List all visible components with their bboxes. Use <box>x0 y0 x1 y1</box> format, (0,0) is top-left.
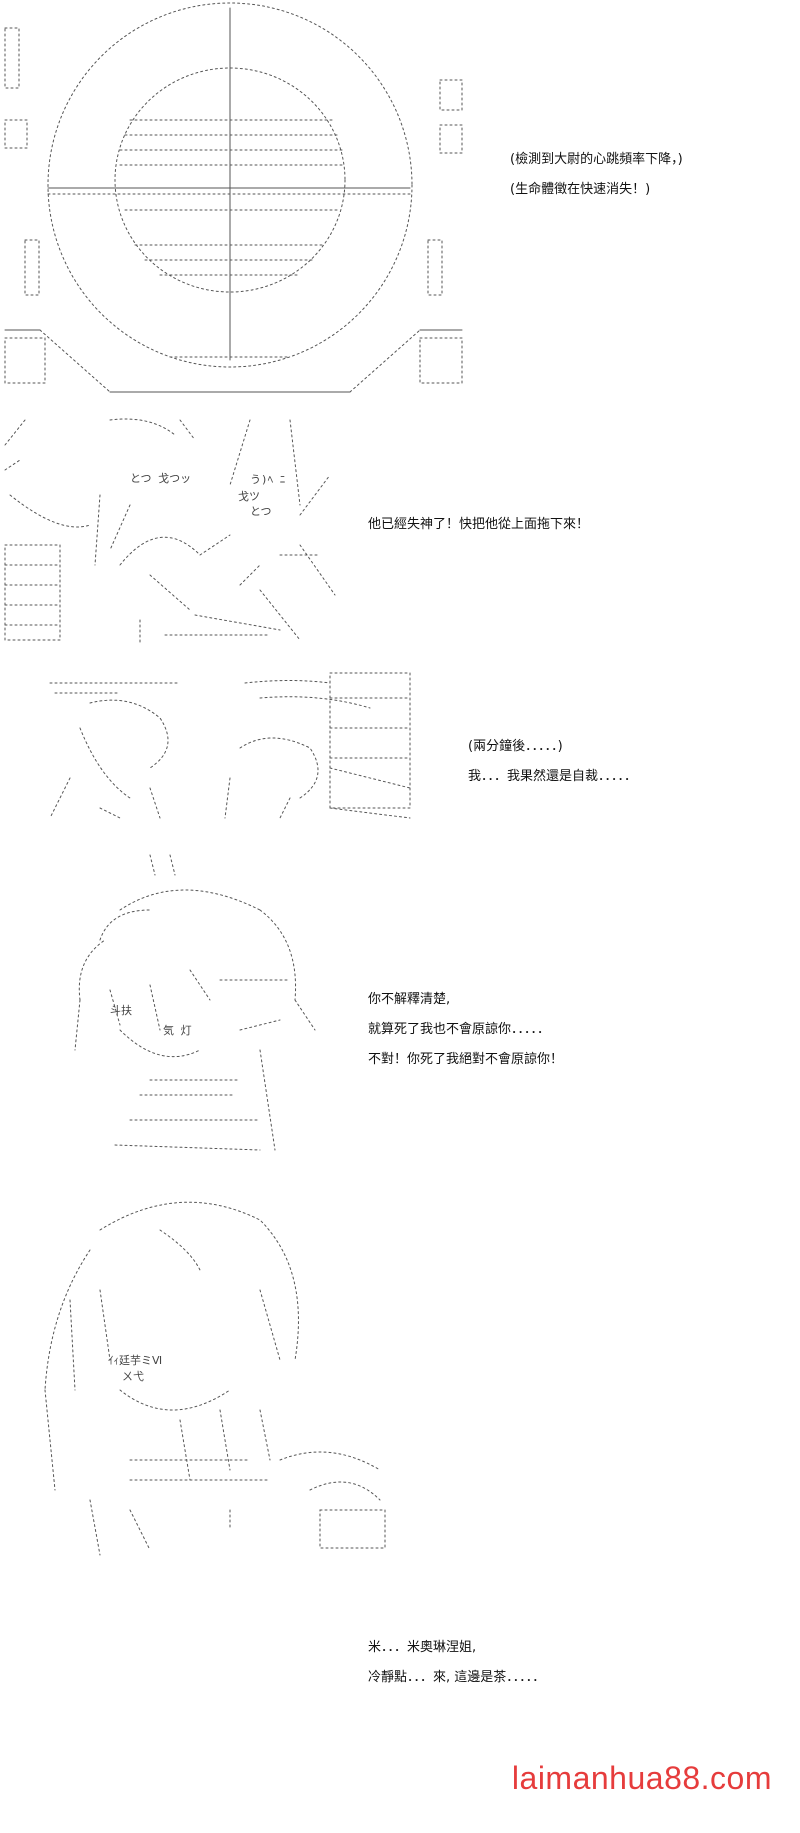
panel-1-dialog: (檢測到大尉的心跳頻率下降，) (生命體徵在快速消失！) <box>510 145 683 205</box>
art-text: ㄨ弋 <box>122 1370 144 1383</box>
dialog-line: (兩分鐘後．．．．．) <box>468 739 563 754</box>
art-text: とつ 戈つッ <box>130 472 191 485</box>
watermark: laimanhua88.com <box>511 1760 772 1796</box>
dialog-line: 不對！你死了我絕對不會原諒你！ <box>368 1052 564 1067</box>
panel-2-dialog: 他已經失神了！快把他從上面拖下來！ <box>368 510 589 540</box>
panel-4-face-art: 気 灯 斗扶 <box>74 854 316 1151</box>
dialog-line: 我．．．我果然還是自裁．．．．． <box>468 769 638 784</box>
panel-5-dialog: 米．．．米奧琳涅姐, 冷靜點．．．來, 這邊是茶．．．．． <box>368 1633 545 1693</box>
art-text: 戈ツ <box>238 490 260 503</box>
art-text: 気 灯 <box>163 1023 192 1037</box>
panel-2-figure-art: とつ 戈つッ う)ﾍ ﾆ 戈ツ とつ <box>4 418 336 646</box>
dialog-line: (生命體徵在快速消失！) <box>510 182 651 197</box>
dialog-line: 就算死了我也不會原諒你．．．．． <box>368 1022 551 1037</box>
art-text: ｲｨ廷芋ミⅥ <box>108 1354 162 1367</box>
art-text: とつ <box>250 505 272 518</box>
dialog-line: 米．．．米奧琳涅姐, <box>368 1640 477 1655</box>
panel-3-figures-art <box>49 672 411 819</box>
art-text: 斗扶 <box>110 1003 132 1017</box>
dialog-line: 他已經失神了！快把他從上面拖下來！ <box>368 517 590 532</box>
dialog-line: 冷靜點．．．來, 這邊是茶．．．．． <box>368 1670 546 1685</box>
panel-5-figure-art: ｲｨ廷芋ミⅥ ㄨ弋 <box>44 1201 386 1556</box>
art-text: う)ﾍ ﾆ <box>250 473 285 486</box>
panel-4-dialog: 你不解釋清楚, 就算死了我也不會原諒你．．．．． 不對！你死了我絕對不會原諒你！ <box>368 985 563 1075</box>
dialog-line: 你不解釋清楚, <box>368 992 451 1007</box>
panel-1-scope-art <box>4 2 463 393</box>
panel-3-dialog: (兩分鐘後．．．．．) 我．．．我果然還是自裁．．．．． <box>468 732 637 792</box>
dialog-line: (檢測到大尉的心跳頻率下降，) <box>510 152 683 167</box>
